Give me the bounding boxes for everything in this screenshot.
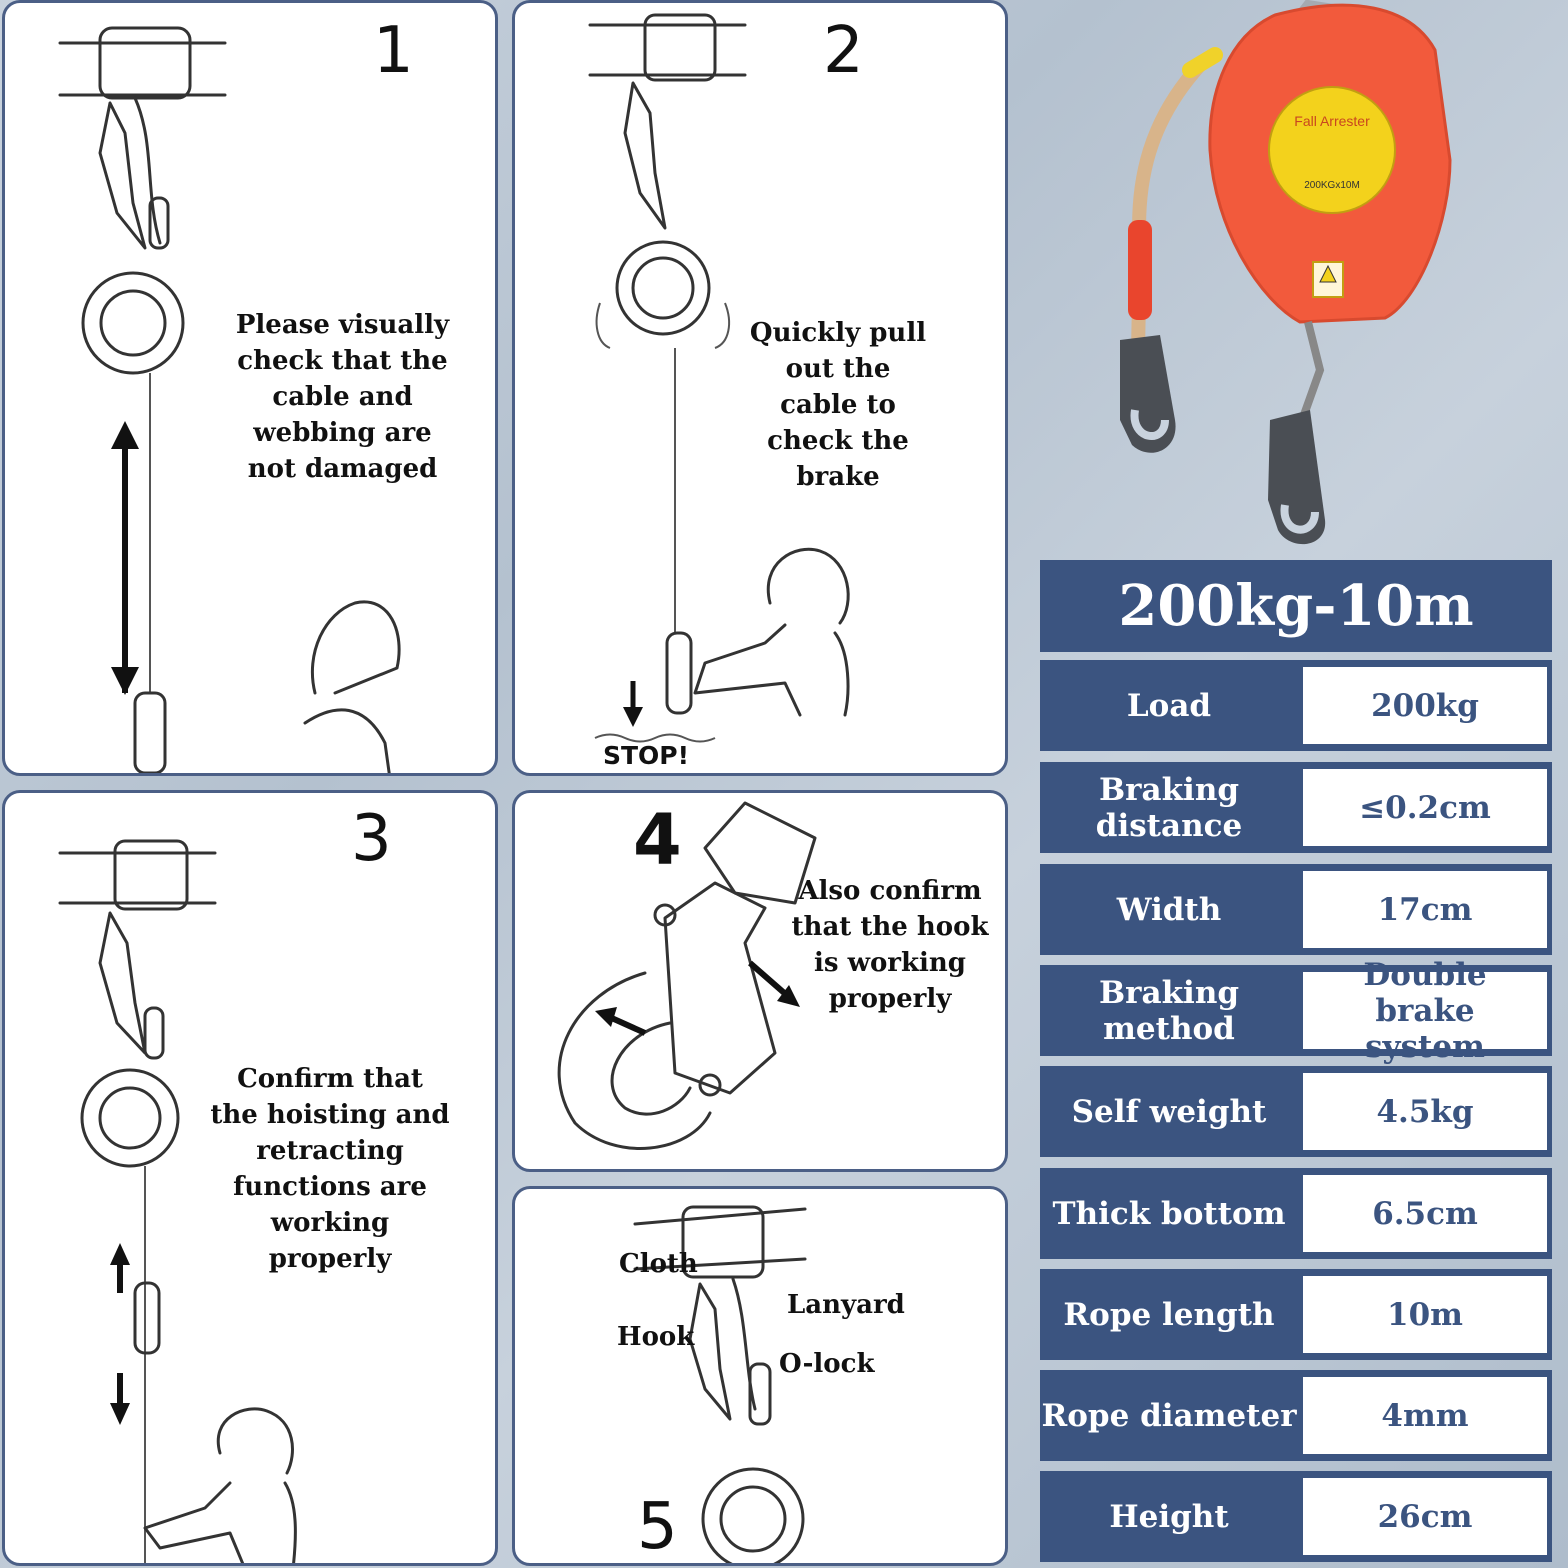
spec-row-width: Width 17cm <box>1040 864 1552 955</box>
spec-key: Self weight <box>1071 1093 1267 1130</box>
spec-row-rope-diameter: Rope diameter 4mm <box>1040 1370 1552 1461</box>
step-instruction: Confirm that the hoisting and retracting… <box>210 1064 450 1274</box>
step-panel-4: 4 Also confirm that the hook is working … <box>512 790 1008 1172</box>
spec-row-load: Load 200kg <box>1040 660 1552 751</box>
spec-value: 6.5cm <box>1300 1172 1550 1255</box>
spec-row-thick-bottom: Thick bottom 6.5cm <box>1040 1168 1552 1259</box>
step-instruction: Quickly pull out the cable to check the … <box>749 318 927 492</box>
step-number: 1 <box>373 14 414 88</box>
step-number: 3 <box>351 802 392 876</box>
spec-row-braking-method: Braking method Double brake system <box>1040 957 1552 1065</box>
product-photo: Fall Arrester 200KGx10M <box>1040 0 1568 555</box>
fall-arrester-device: Fall Arrester 200KGx10M <box>1120 0 1452 545</box>
spec-key: Width <box>1116 891 1222 928</box>
spec-value: 200kg <box>1300 664 1550 747</box>
spec-key: Braking distance <box>1095 771 1243 844</box>
step-panel-5: Cloth Hook Lanyard O-lock 5 <box>512 1186 1008 1566</box>
hook-check-illustration <box>557 801 817 1150</box>
spec-row-rope-length: Rope length 10m <box>1040 1269 1552 1360</box>
brake-test-illustration <box>588 13 850 743</box>
spec-key: Rope diameter <box>1041 1397 1297 1434</box>
spec-key: Height <box>1109 1498 1229 1535</box>
spec-key: Rope length <box>1063 1296 1275 1333</box>
spec-key: Thick bottom <box>1052 1195 1286 1232</box>
spec-row-height: Height 26cm <box>1040 1471 1552 1562</box>
spec-value: 26cm <box>1300 1475 1550 1558</box>
label-hook: Hook <box>617 1322 695 1352</box>
step-panel-1: 1 Please visually check that the cable a… <box>2 0 498 776</box>
spec-value: ≤0.2cm <box>1300 766 1550 849</box>
step-number: 2 <box>823 14 864 88</box>
spec-value: 17cm <box>1300 868 1550 951</box>
label-olock: O-lock <box>779 1349 875 1379</box>
device-label-title: Fall Arrester <box>1294 113 1370 129</box>
step-panel-2: 2 Quickly pull out the cable to check th… <box>512 0 1008 776</box>
step-number: 4 <box>633 799 682 881</box>
spec-key: Braking method <box>1098 974 1240 1047</box>
device-label-rating: 200KGx10M <box>1304 180 1360 191</box>
spec-value: 4.5kg <box>1300 1070 1550 1153</box>
inspection-illustration <box>58 26 401 773</box>
component-diagram <box>633 1205 807 1563</box>
step-instruction: Also confirm that the hook is working pr… <box>791 876 989 1014</box>
spec-value: 4mm <box>1300 1374 1550 1457</box>
step-number: 5 <box>637 1490 678 1564</box>
stop-label: STOP! <box>603 741 690 770</box>
spec-key: Load <box>1126 687 1212 724</box>
spec-value: 10m <box>1300 1273 1550 1356</box>
spec-value: Double brake system <box>1300 957 1550 1065</box>
step-instruction: Please visually check that the cable and… <box>235 310 450 484</box>
retract-test-illustration <box>58 839 297 1563</box>
spec-row-braking-distance: Braking distance ≤0.2cm <box>1040 762 1552 853</box>
label-lanyard: Lanyard <box>787 1290 905 1320</box>
spec-row-self-weight: Self weight 4.5kg <box>1040 1066 1552 1157</box>
spec-title: 200kg-10m <box>1040 560 1552 652</box>
label-cloth: Cloth <box>619 1249 698 1279</box>
step-panel-3: 3 Confirm that the hoisting and retracti… <box>2 790 498 1566</box>
